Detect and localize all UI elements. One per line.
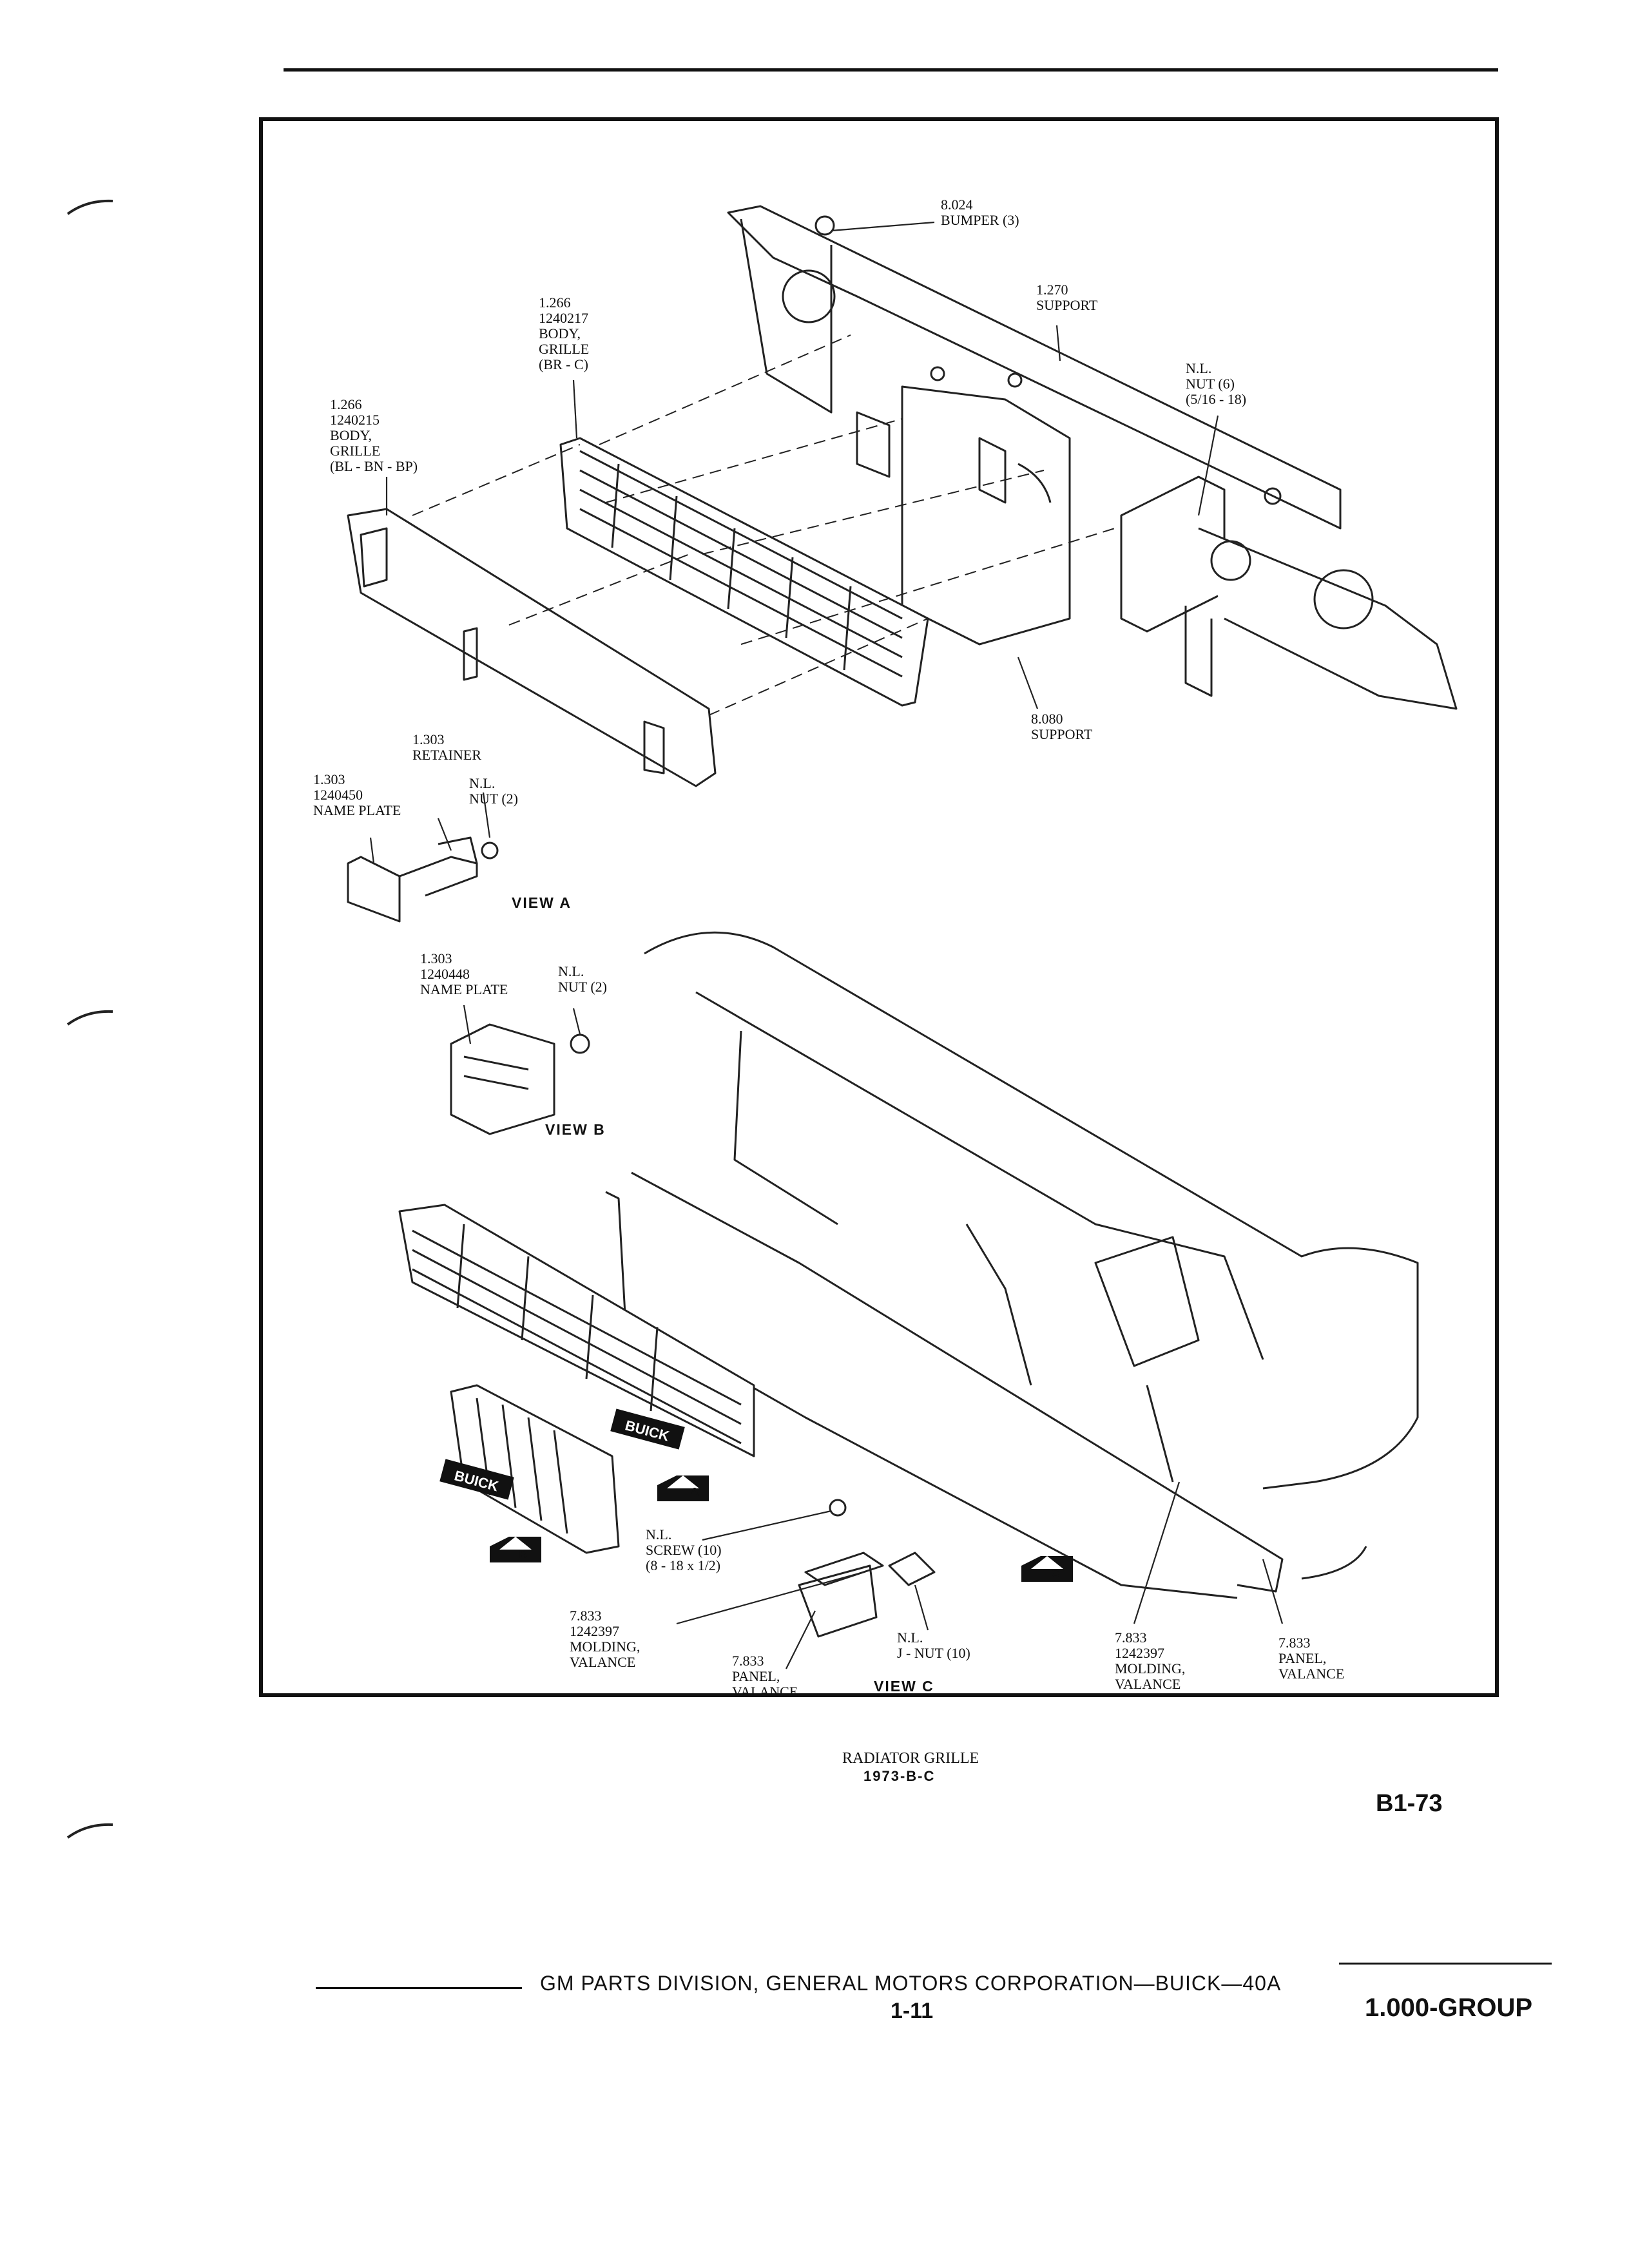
callout-molding-right: 7.833 1242397 MOLDING, VALANCE xyxy=(1115,1629,1186,1692)
callout-j-nut: N.L. J - NUT (10) xyxy=(897,1629,970,1661)
view-marker-b-letter: B xyxy=(519,1548,528,1561)
caption-subtitle: 1973-B-C xyxy=(863,1768,936,1784)
footer-text: GM PARTS DIVISION, GENERAL MOTORS CORPOR… xyxy=(540,1972,1282,1995)
illustration-frame xyxy=(259,117,1499,1697)
grille-body-brc-drawing xyxy=(559,437,929,707)
view-a-label: VIEW A xyxy=(512,894,572,911)
callout-grille-body-bl: 1.266 1240215 BODY, GRILLE (BL - BN - BP… xyxy=(330,396,418,474)
exploded-view-illustration: BUICK BUICK A B C xyxy=(347,205,1458,1669)
front-end-drawing xyxy=(605,931,1419,1599)
callout-panel-right: 7.833 PANEL, VALANCE xyxy=(1278,1635,1345,1682)
callout-retainer: 1.303 RETAINER xyxy=(412,731,482,763)
view-marker-a xyxy=(657,1475,709,1501)
view-marker-c-letter: C xyxy=(1052,1567,1060,1580)
callout-nut-2-a: N.L. NUT (2) xyxy=(469,775,518,807)
view-c-hardware-drawing xyxy=(798,1499,936,1638)
callout-nameplate-a: 1.303 1240450 NAME PLATE xyxy=(313,771,401,818)
callout-screw: N.L. SCREW (10) (8 - 18 x 1/2) xyxy=(646,1526,722,1573)
callout-nut-6: N.L. NUT (6) (5/16 - 18) xyxy=(1186,360,1247,407)
leader-lines xyxy=(369,221,1284,1669)
explode-lines xyxy=(412,334,1115,716)
binder-mark-1 xyxy=(66,199,113,215)
caption-title: RADIATOR GRILLE xyxy=(842,1750,979,1767)
view-marker-b xyxy=(490,1537,541,1562)
view-b-label: VIEW B xyxy=(545,1121,606,1138)
top-rule xyxy=(284,68,1498,72)
callout-support-top: 1.270 SUPPORT xyxy=(1036,282,1098,313)
page-code: B1-73 xyxy=(1376,1790,1443,1817)
callout-molding-left: 7.833 1242397 MOLDING, VALANCE xyxy=(570,1608,641,1670)
footer-page-number: 1-11 xyxy=(891,1999,934,2023)
view-a-nameplate-drawing xyxy=(347,836,499,923)
emblem-view-a: BUICK xyxy=(610,1408,685,1450)
binder-mark-2 xyxy=(66,1010,113,1026)
footer-group: 1.000-GROUP xyxy=(1365,1994,1533,2022)
footer-rule-right xyxy=(1339,1963,1552,1965)
callout-support-mid: 8.080 SUPPORT xyxy=(1031,711,1093,742)
callout-grille-body-brc: 1.266 1240217 BODY, GRILLE (BR - C) xyxy=(539,294,590,372)
assembled-grille-drawing xyxy=(398,1204,755,1554)
view-marker-c xyxy=(1021,1556,1073,1582)
callout-panel-left: 7.833 PANEL, VALANCE xyxy=(732,1653,798,1700)
callout-nut-2-b: N.L. NUT (2) xyxy=(558,963,607,995)
view-c-label: VIEW C xyxy=(874,1678,934,1695)
callout-nameplate-b: 1.303 1240448 NAME PLATE xyxy=(420,950,508,997)
footer-rule-left xyxy=(316,1987,522,1989)
binder-mark-3 xyxy=(66,1823,113,1839)
view-b-nameplate-drawing xyxy=(450,1023,590,1135)
callout-bumper: 8.024 BUMPER (3) xyxy=(941,197,1019,228)
view-marker-a-letter: A xyxy=(691,1486,699,1499)
